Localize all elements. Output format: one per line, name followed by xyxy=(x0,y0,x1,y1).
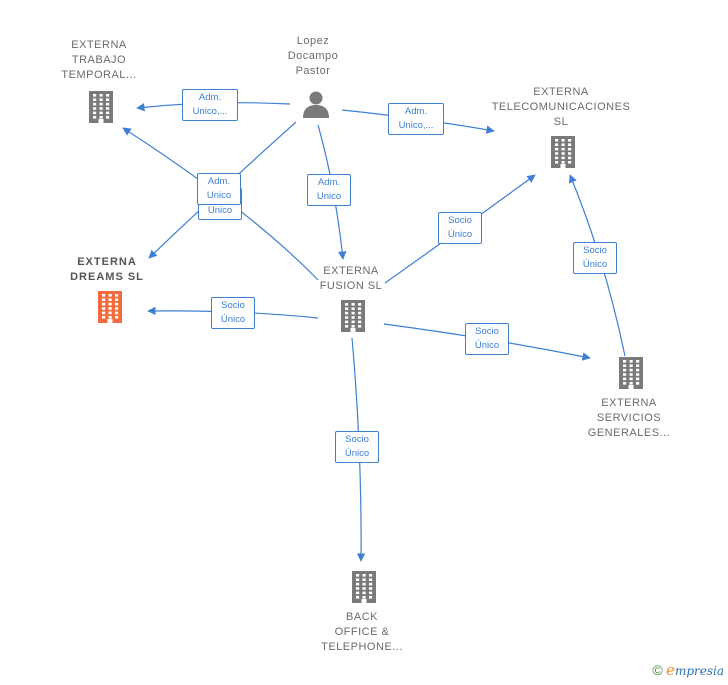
empresia-brand: © empresia xyxy=(652,661,724,679)
building-icon xyxy=(89,91,113,123)
node-fusion[interactable] xyxy=(338,298,368,339)
node-backoffice[interactable] xyxy=(349,569,379,610)
node-telecom[interactable] xyxy=(548,134,578,175)
node-label-fusion[interactable]: EXTERNA FUSION SL xyxy=(319,265,383,292)
node-servicios[interactable] xyxy=(616,355,646,396)
node-dreams[interactable] xyxy=(95,289,125,330)
edge-label-fusion-to-servicios: Socio Único xyxy=(465,323,509,355)
edge-label-lopez-to-fusion: Adm. Unico xyxy=(307,174,351,206)
building-icon xyxy=(352,571,376,603)
copyright-symbol: © xyxy=(652,662,663,678)
brand-first-letter: e xyxy=(666,661,675,679)
node-label-trabajo[interactable]: EXTERNA TRABAJO TEMPORAL... xyxy=(61,39,137,81)
building-icon xyxy=(98,291,122,323)
brand-name-rest: mpresia xyxy=(674,664,724,678)
building-icon xyxy=(341,300,365,332)
edge-label-lopez-to-trabajo: Adm. Unico,... xyxy=(182,89,238,121)
node-label-servicios[interactable]: EXTERNA SERVICIOS GENERALES... xyxy=(587,397,671,439)
building-icon xyxy=(619,357,643,389)
edge-label-fusion-to-backoffice: Socio Único xyxy=(335,431,379,463)
node-label-telecom[interactable]: EXTERNA TELECOMUNICACIONES SL xyxy=(491,86,631,128)
edge-label-fusion-to-telecom: Socio Único xyxy=(438,212,482,244)
edge-label-fusion-to-dreams: Socio Único xyxy=(211,297,255,329)
node-label-lopez[interactable]: Lopez Docampo Pastor xyxy=(287,35,339,77)
node-trabajo[interactable] xyxy=(86,89,116,130)
edge-label-servicios-to-telecom: Socio Único xyxy=(573,242,617,274)
node-label-backoffice[interactable]: BACK OFFICE & TELEPHONE... xyxy=(321,611,403,653)
node-lopez[interactable] xyxy=(301,89,331,124)
person-icon xyxy=(303,91,329,118)
edge-label-fusion-to-trabajo: Adm. Unico xyxy=(197,173,241,205)
building-icon xyxy=(551,136,575,168)
edge-label-lopez-to-telecom: Adm. Unico,... xyxy=(388,103,444,135)
node-label-dreams[interactable]: EXTERNA DREAMS SL xyxy=(70,256,144,283)
